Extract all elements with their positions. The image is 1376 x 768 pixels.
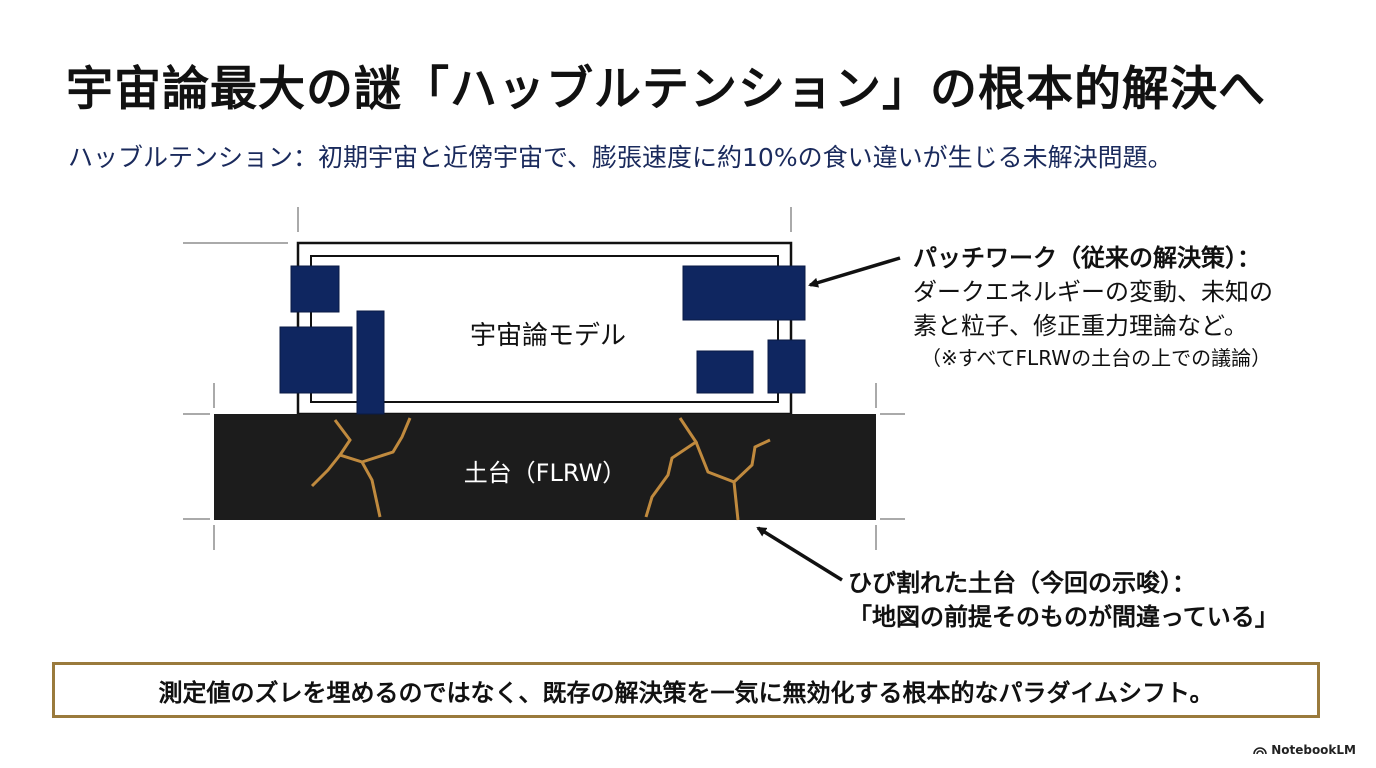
conclusion-text: 測定値のズレを埋めるのではなく、既存の解決策を一気に無効化する根本的なパラダイム…	[158, 678, 1214, 707]
patchwork-arrow	[808, 256, 901, 288]
brand-label: NotebookLM	[1271, 743, 1356, 757]
base-slab	[214, 414, 876, 520]
brand-mark: NotebookLM	[1253, 743, 1356, 757]
patchwork-note: （※すべてFLRWの土台の上での議論）	[921, 346, 1272, 370]
cracked-base-arrow	[756, 526, 843, 582]
notebook-logo-icon	[1253, 747, 1267, 755]
base-cracks	[310, 417, 771, 521]
model-label: 宇宙論モデル	[469, 321, 626, 351]
page-title: 宇宙論最大の謎「ハッブルテンション」の根本的解決へ	[66, 62, 1266, 117]
patch-block	[290, 265, 340, 313]
conclusion-box: 測定値のズレを埋めるのではなく、既存の解決策を一気に無効化する根本的なパラダイム…	[52, 662, 1320, 718]
cracked-base-heading: ひび割れた土台（今回の示唆）：	[848, 569, 1196, 597]
patchwork-blocks	[279, 265, 806, 415]
patch-block	[696, 350, 754, 394]
patchwork-heading: パッチワーク（従来の解決策）：	[913, 244, 1261, 272]
patchwork-annotation: パッチワーク（従来の解決策）： ダークエネルギーの変動、未知の 素と粒子、修正重…	[913, 241, 1273, 373]
patch-block	[356, 310, 385, 415]
patch-block	[682, 265, 806, 321]
cracked-base-annotation: ひび割れた土台（今回の示唆）： 「地図の前提そのものが間違っている」	[848, 566, 1279, 634]
patch-block	[767, 339, 806, 394]
subtitle: ハッブルテンション：初期宇宙と近傍宇宙で、膨張速度に約10%の食い違いが生じる未…	[68, 143, 1173, 172]
patchwork-line: 素と粒子、修正重力理論など。	[913, 312, 1248, 340]
patchwork-line: ダークエネルギーの変動、未知の	[913, 278, 1273, 306]
guide-lines	[183, 207, 905, 550]
patch-block	[279, 326, 353, 394]
base-label: 土台（FLRW）	[463, 459, 627, 487]
cracked-base-quote: 「地図の前提そのものが間違っている」	[848, 603, 1279, 631]
